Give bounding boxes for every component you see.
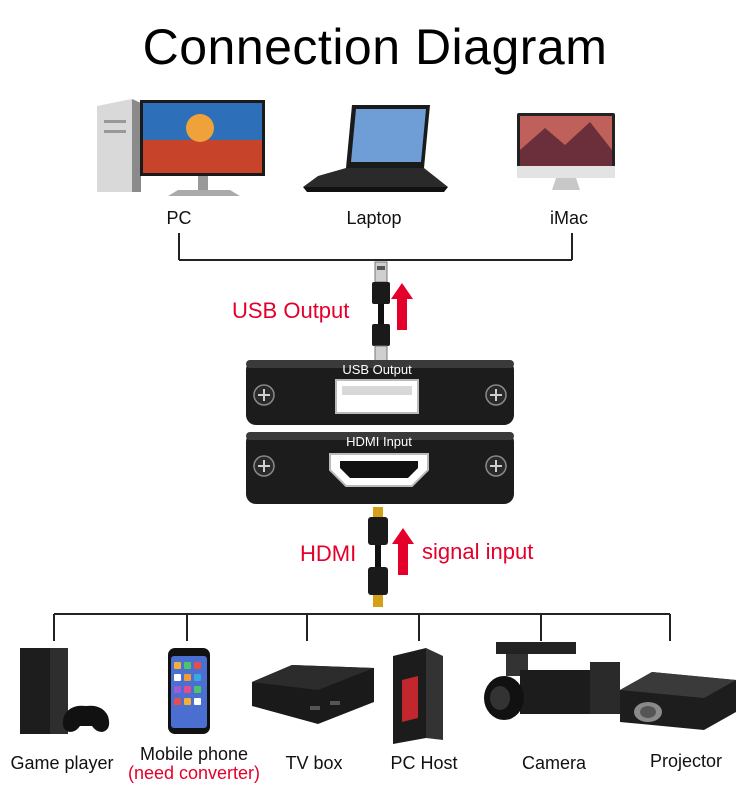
camera-illustration <box>484 642 620 720</box>
usb-output-label: USB Output <box>232 298 350 323</box>
host-bracket <box>178 233 573 261</box>
device-usb-output-label: USB Output <box>342 362 412 377</box>
hdmi-cable <box>368 507 388 607</box>
usb-cable <box>372 261 390 363</box>
device-hdmi-input-label: HDMI Input <box>346 434 412 449</box>
hdmi-label: HDMI <box>300 541 357 566</box>
source-label-pc-host: PC Host <box>390 753 458 773</box>
source-label-tv-box: TV box <box>285 753 343 773</box>
source-bracket <box>53 613 671 641</box>
pc-host-illustration <box>393 648 443 744</box>
source-label-projector: Projector <box>649 751 723 771</box>
pc-illustration <box>97 99 265 196</box>
signal-input-label: signal input <box>422 539 534 564</box>
source-label-game-player: Game player <box>10 753 114 773</box>
laptop-illustration <box>303 105 448 192</box>
capture-device <box>246 360 514 504</box>
mobile-phone-illustration <box>168 648 210 734</box>
source-label-camera: Camera <box>521 753 587 773</box>
host-label-laptop: Laptop <box>346 208 402 228</box>
usb-output-arrow <box>391 283 413 330</box>
projector-illustration <box>620 672 736 730</box>
tv-box-illustration <box>252 665 374 724</box>
host-label-pc: PC <box>166 208 192 228</box>
page-title: Connection Diagram <box>142 19 608 75</box>
source-note-mobile-phone: (need converter) <box>127 763 261 783</box>
hdmi-input-arrow <box>392 528 414 575</box>
imac-illustration <box>517 113 615 190</box>
host-label-imac: iMac <box>549 208 588 228</box>
game-player-illustration <box>20 648 110 734</box>
source-label-mobile-phone: Mobile phone <box>139 744 249 764</box>
